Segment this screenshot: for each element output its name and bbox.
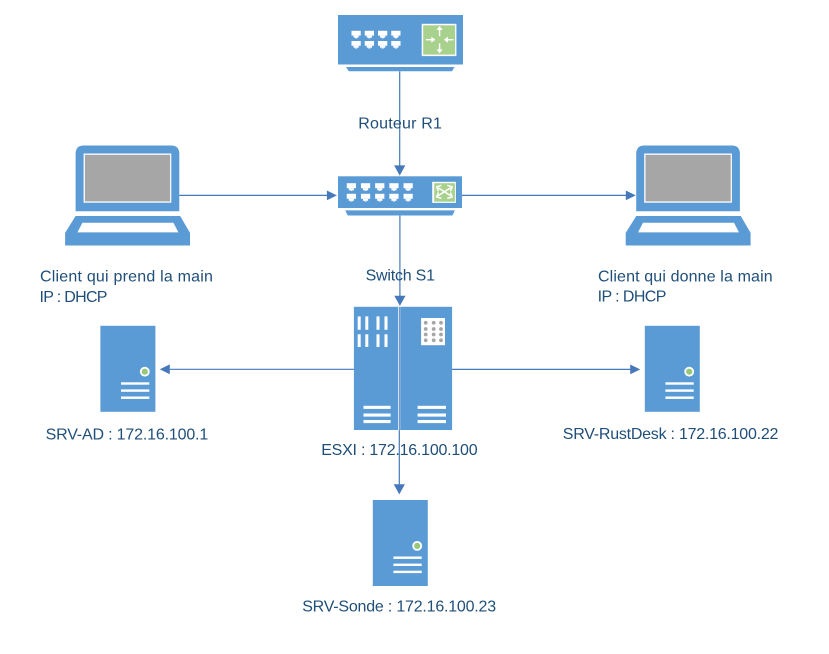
- svg-text:Routeur R1: Routeur R1: [358, 115, 442, 132]
- svg-text:Client qui donne la main: Client qui donne la main: [598, 268, 773, 285]
- svg-text:SRV-AD : 172.16.100.1: SRV-AD : 172.16.100.1: [46, 427, 209, 444]
- svg-text:IP : DHCP: IP : DHCP: [40, 289, 107, 306]
- svg-text:IP : DHCP: IP : DHCP: [598, 288, 666, 305]
- svg-text:SRV-Sonde : 172.16.100.23: SRV-Sonde : 172.16.100.23: [302, 599, 496, 616]
- svg-text:SRV-RustDesk : 172.16.100.22: SRV-RustDesk : 172.16.100.22: [563, 426, 779, 443]
- svg-text:Client qui prend la main: Client qui prend la main: [40, 268, 213, 285]
- svg-text:Switch S1: Switch S1: [366, 268, 435, 285]
- svg-text:ESXI : 172.16.100.100: ESXI : 172.16.100.100: [321, 442, 478, 459]
